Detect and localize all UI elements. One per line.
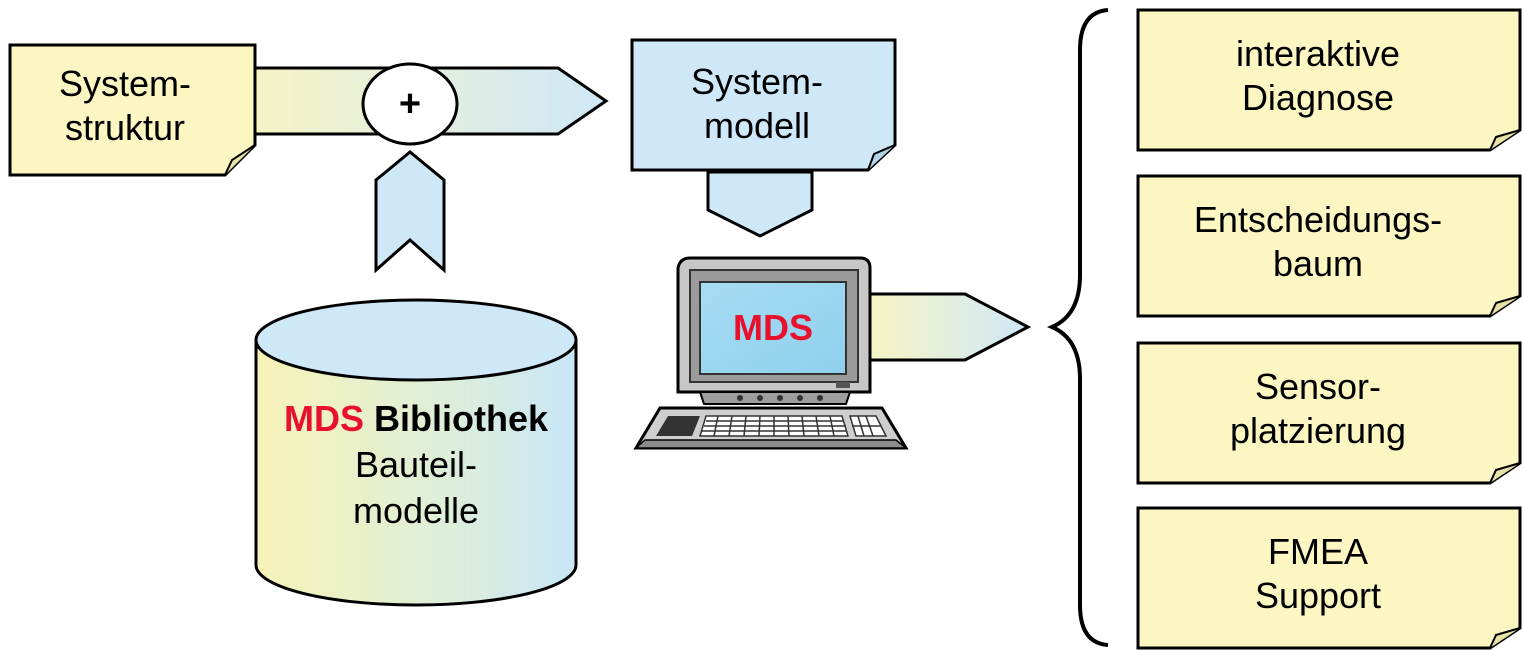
output-label-2: Entscheidungs- baum	[1193, 199, 1443, 284]
output-note-1	[1136, 8, 1522, 152]
library-title: Bibliothek	[374, 398, 549, 439]
note-fold-icon	[867, 144, 896, 171]
output-label-4: FMEA Support	[1254, 531, 1382, 616]
library-brand: MDS	[283, 398, 364, 439]
library-cylinder	[254, 340, 578, 607]
library-label: MDS Bibliothek Bauteil- modelle	[283, 398, 549, 531]
flow-arrow-model-down	[706, 170, 814, 238]
note-fold-icon	[1489, 627, 1521, 649]
input-note-label: System- struktur	[58, 63, 191, 148]
note-fold-icon	[1489, 295, 1521, 317]
combine-circle	[361, 62, 459, 146]
library-cylinder-top	[254, 298, 578, 382]
curly-brace-icon	[1046, 8, 1109, 647]
note-fold-icon	[1489, 462, 1521, 484]
output-label-1: interaktive Diagnose	[1235, 33, 1401, 118]
note-fold-icon	[1489, 129, 1521, 151]
output-note-3	[1136, 341, 1522, 485]
model-note-label: System- modell	[690, 61, 823, 146]
combine-symbol: +	[398, 83, 422, 125]
computer-icon	[633, 256, 909, 450]
computer-screen-label: MDS	[733, 307, 813, 348]
output-label-3: Sensor- platzierung	[1229, 366, 1407, 451]
output-note-4	[1136, 506, 1522, 650]
output-note-2	[1136, 174, 1522, 318]
note-fold-icon	[224, 144, 256, 176]
flow-arrow-computer-to-outputs	[868, 292, 1032, 362]
flow-arrow-library-up	[374, 150, 446, 274]
